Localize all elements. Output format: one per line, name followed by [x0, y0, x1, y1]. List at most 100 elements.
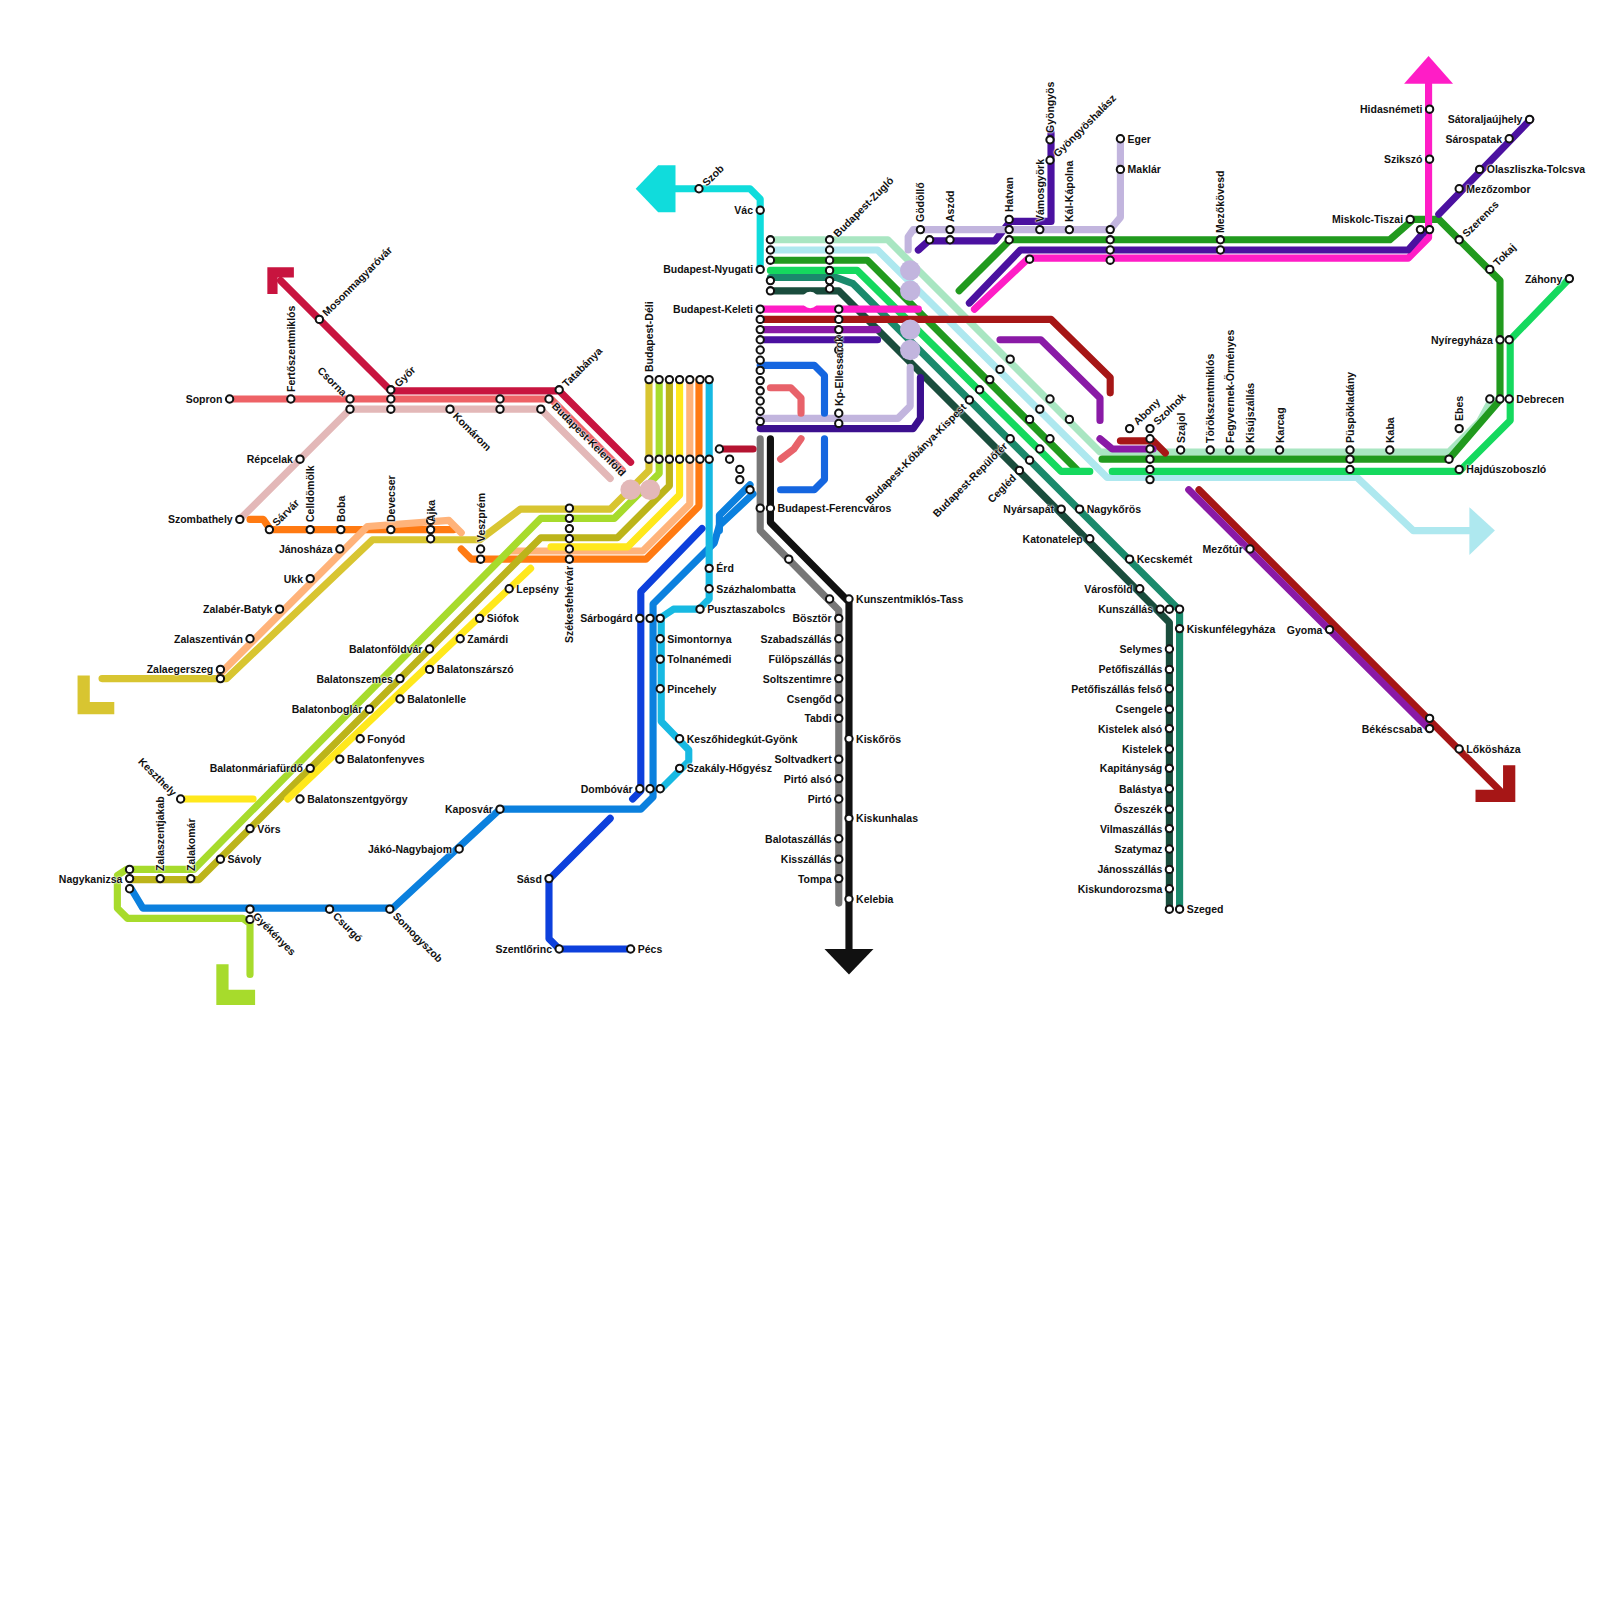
station-dot — [835, 675, 842, 682]
station-dot — [126, 885, 133, 892]
station-dot — [1346, 446, 1353, 453]
station-dot — [246, 906, 253, 913]
station-dot — [736, 476, 743, 483]
station-dot — [1026, 457, 1033, 464]
station-label: Karcag — [1274, 407, 1286, 443]
station-label: Ebes — [1453, 396, 1465, 421]
station-label: Kecskemét — [1137, 553, 1192, 565]
station-dot — [657, 656, 664, 663]
station-label: Balatonszemes — [316, 673, 392, 685]
station-label: Csorna — [315, 364, 349, 398]
station-dot — [346, 406, 353, 413]
station-dot — [757, 367, 764, 374]
station-label: Szatymaz — [1114, 843, 1162, 855]
station-dot — [1486, 395, 1493, 402]
station-label: Balatonlelle — [407, 693, 466, 705]
station-label: Kistelek — [1122, 743, 1162, 755]
station-dot — [1066, 226, 1073, 233]
station-label: Bösztör — [793, 612, 832, 624]
station-label: Eger — [1128, 133, 1151, 145]
rail-line — [131, 380, 670, 880]
rail-line — [770, 388, 801, 414]
station-dot — [1166, 906, 1173, 913]
station-label: Zalaegerszeg — [147, 663, 214, 675]
station-label: Mezőzombor — [1466, 183, 1530, 195]
station-dot — [767, 257, 774, 264]
station-label: Budapest-Déli — [643, 302, 655, 373]
station-dot — [835, 420, 842, 427]
station-dot — [696, 606, 703, 613]
station-label: Sátoraljaújhely — [1448, 113, 1523, 125]
station-dot — [1246, 545, 1253, 552]
station-dot — [986, 376, 993, 383]
station-dot — [835, 875, 842, 882]
station-label: Lőkösháza — [1466, 743, 1520, 755]
station-dot — [1166, 606, 1173, 613]
station-dot — [926, 236, 933, 243]
station-label: Balatonfenyves — [347, 753, 425, 765]
station-label: Vörs — [257, 823, 280, 835]
station-dot — [496, 806, 503, 813]
station-label: Pécs — [638, 943, 663, 955]
station-dot — [835, 410, 842, 417]
station-dot — [1107, 246, 1114, 253]
station-dot — [387, 386, 394, 393]
station-dot — [657, 785, 664, 792]
station-dot — [1146, 425, 1153, 432]
station-label: Boba — [335, 496, 347, 522]
rail-line — [974, 84, 1428, 310]
station-label: Mezőtúr — [1203, 543, 1243, 555]
station-dot — [1007, 435, 1014, 442]
station-dot — [757, 316, 764, 323]
station-label: Simontornya — [667, 633, 731, 645]
station-dot — [337, 526, 344, 533]
station-dot — [835, 775, 842, 782]
station-dot — [656, 376, 663, 383]
station-dot — [316, 316, 323, 323]
station-label: Szikszó — [1384, 153, 1423, 165]
station-dot — [187, 875, 194, 882]
station-dot — [1166, 725, 1173, 732]
station-label: Kisszállás — [781, 853, 832, 865]
station-dot — [696, 456, 703, 463]
station-label: Hidasnémeti — [1360, 103, 1422, 115]
station-label: Gyoma — [1287, 624, 1323, 636]
station-dot — [676, 765, 683, 772]
station-label: Kistelek alsó — [1098, 723, 1162, 735]
station-label: Celldömölk — [304, 466, 316, 523]
station-label: Kp-Ellessarok — [833, 336, 845, 406]
station-label: Budapest-Zugló — [830, 174, 895, 239]
station-dot — [1417, 226, 1424, 233]
station-label: Püspökladány — [1344, 372, 1356, 443]
station-label: Győr — [392, 363, 418, 389]
station-label: Kiskundorozsma — [1078, 883, 1163, 895]
station-dot — [457, 635, 464, 642]
station-dot — [1166, 745, 1173, 752]
interchange-blob — [900, 260, 920, 280]
station-dot — [946, 236, 953, 243]
rail-line — [117, 380, 659, 975]
station-label: Szajol — [1175, 413, 1187, 443]
station-label: Mezőkövesd — [1214, 170, 1226, 232]
rail-line — [760, 336, 877, 343]
station-dot — [177, 795, 184, 802]
station-dot — [1146, 466, 1153, 473]
station-dot — [326, 906, 333, 913]
station-label: Sávoly — [228, 853, 262, 865]
station-dot — [1146, 445, 1153, 452]
station-dot — [1006, 236, 1013, 243]
station-dot — [1445, 456, 1452, 463]
station-dot — [686, 456, 693, 463]
station-dot — [757, 408, 764, 415]
station-label: Miskolc-Tiszai — [1332, 213, 1403, 225]
station-dot — [676, 376, 683, 383]
station-dot — [545, 875, 552, 882]
line-arrow — [636, 165, 676, 212]
station-label: Hajdúszoboszló — [1466, 463, 1546, 475]
station-label: Petőfiszállás felső — [1071, 683, 1162, 695]
station-dot — [1426, 715, 1433, 722]
station-dot — [1016, 467, 1023, 474]
station-dot — [757, 346, 764, 353]
station-label: Fülöpszállás — [769, 653, 832, 665]
station-dot — [657, 685, 664, 692]
